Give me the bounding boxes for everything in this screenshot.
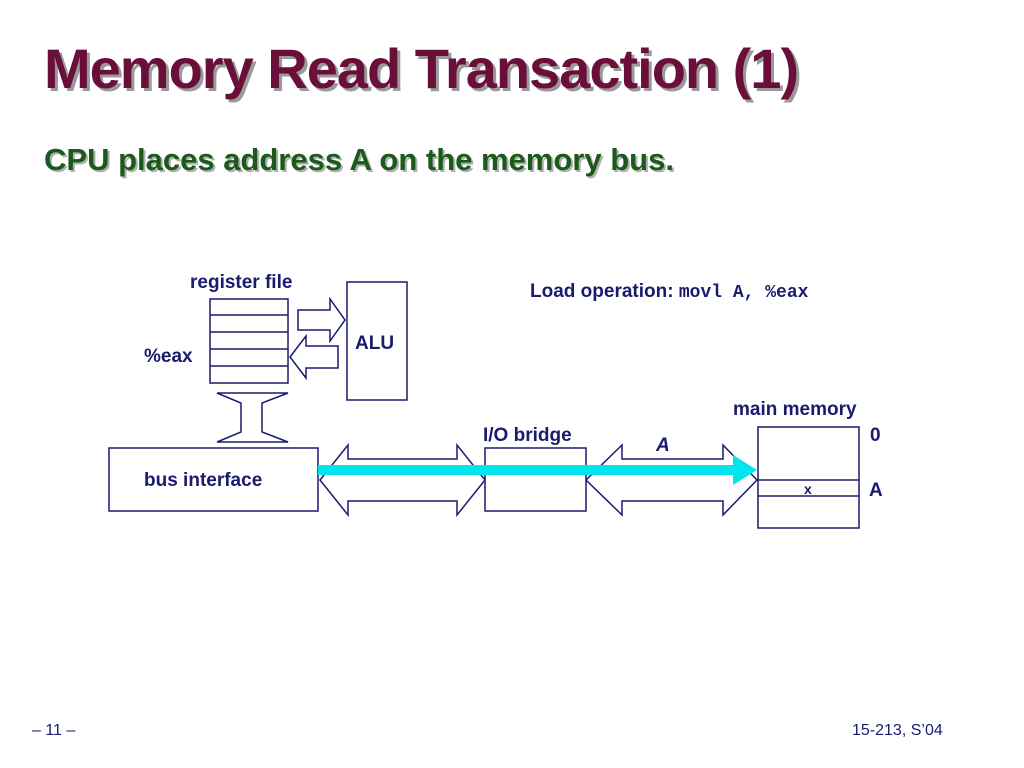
regfile-bus-double-arrow xyxy=(216,392,289,443)
system-bus-arrow xyxy=(319,442,486,518)
load-operation-prefix: Load operation: xyxy=(530,281,674,302)
bus-interface-box xyxy=(108,447,319,512)
register-file xyxy=(209,298,289,384)
alu-to-regfile-arrow xyxy=(289,333,339,381)
page-number: – 11 – xyxy=(32,722,76,739)
alu-box xyxy=(346,281,408,401)
io-bridge-box xyxy=(484,447,587,512)
memory-address-a: A xyxy=(869,480,883,501)
address-signal-arrow xyxy=(318,455,757,485)
eax-register-label: %eax xyxy=(144,346,193,367)
course-label: 15-213, S’04 xyxy=(852,722,943,739)
io-bridge-label: I/O bridge xyxy=(483,425,572,446)
alu-label: ALU xyxy=(355,333,395,354)
load-operation: Load operation: movl A, %eax xyxy=(530,281,808,303)
bus-address-label: A xyxy=(656,435,670,456)
page-title: Memory Read Transaction (1) xyxy=(44,37,799,100)
memory-bus-arrow xyxy=(584,443,759,517)
register-file-label: register file xyxy=(190,272,293,293)
page-subtitle: CPU places address A on the memory bus. xyxy=(44,142,674,177)
memory-address-zero: 0 xyxy=(870,425,881,446)
bus-interface-label: bus interface xyxy=(144,470,263,491)
main-memory xyxy=(757,426,860,529)
load-operation-code: movl A, %eax xyxy=(678,283,809,303)
regfile-to-alu-arrow xyxy=(297,296,346,344)
memory-cell-value: x xyxy=(804,481,812,497)
main-memory-label: main memory xyxy=(733,399,857,420)
